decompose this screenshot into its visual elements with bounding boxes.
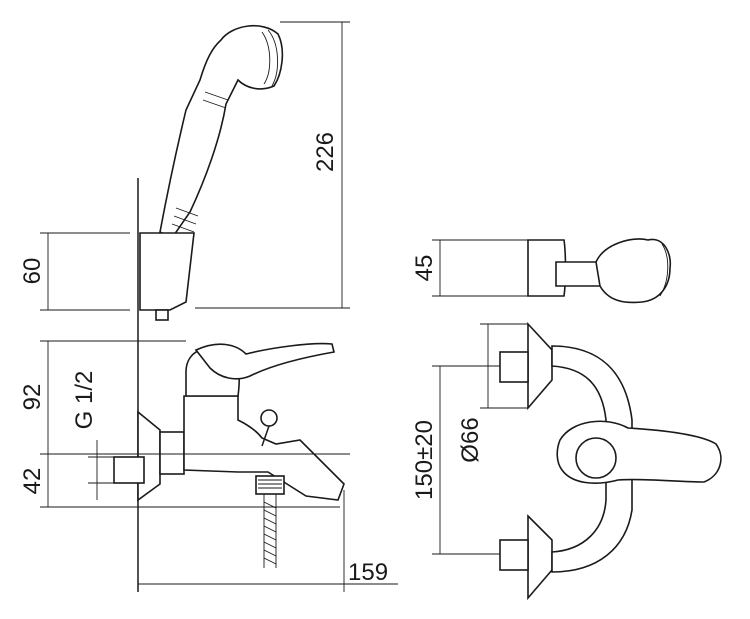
dim-60-label: 60 <box>19 258 46 285</box>
front-view: 45 Ø66 150±20 <box>411 238 722 601</box>
dim-45: 45 <box>411 239 528 297</box>
hose-connector <box>155 309 169 321</box>
hand-shower <box>159 25 284 240</box>
dim-thread-label: G 1/2 <box>71 371 98 430</box>
dim-159: 159 <box>138 490 398 592</box>
mixer-body <box>113 342 345 568</box>
dim-diameter: Ø66 <box>457 323 528 463</box>
dim-thread: G 1/2 <box>71 371 114 500</box>
dim-60: 60 <box>19 232 130 311</box>
dim-centers: 150±20 <box>411 365 500 555</box>
mixer-front <box>499 321 722 601</box>
holder <box>139 232 195 311</box>
dim-45-label: 45 <box>411 255 438 282</box>
dim-centers-label: 150±20 <box>411 420 438 500</box>
dim-42-label: 42 <box>19 468 46 495</box>
dim-92: 92 <box>19 340 350 455</box>
dim-diameter-label: Ø66 <box>457 417 484 462</box>
dim-42: 42 <box>19 454 340 508</box>
wall-bracket <box>527 238 672 304</box>
dim-159-label: 159 <box>348 559 388 586</box>
dim-226: 226 <box>195 21 350 309</box>
dim-92-label: 92 <box>19 384 46 411</box>
side-view: 226 60 92 G 1/2 42 <box>19 21 398 592</box>
dim-226-label: 226 <box>312 132 339 172</box>
